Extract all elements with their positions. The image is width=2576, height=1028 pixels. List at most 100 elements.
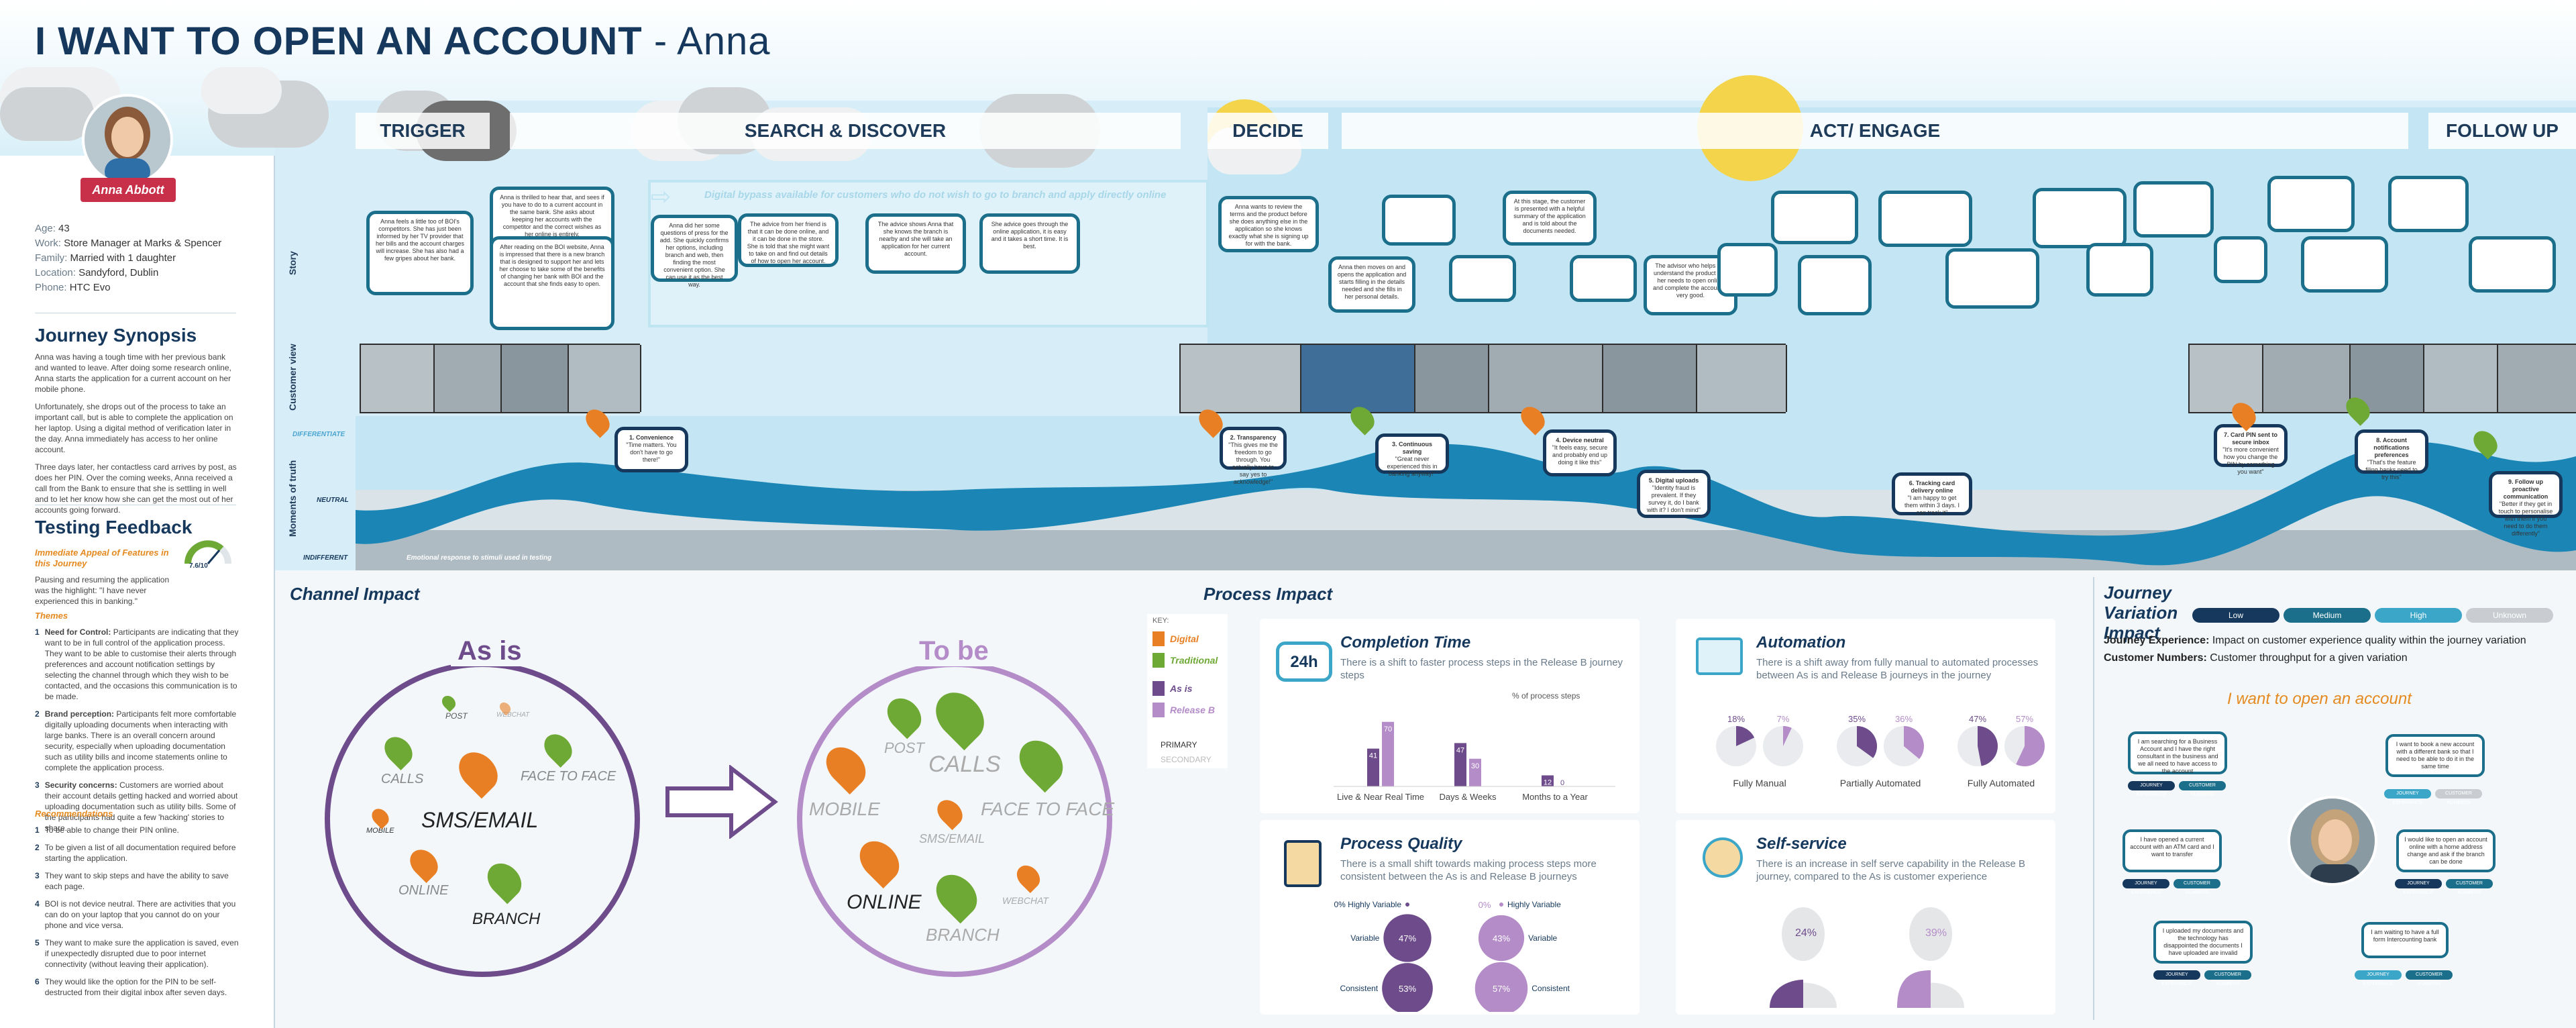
- channel-branch: BRANCH: [472, 910, 541, 928]
- tag-customer-numbers: CUSTOMER NUMBERS: [2406, 970, 2453, 986]
- story-card: [2133, 181, 2214, 238]
- channel-face-to-face: FACE TO FACE: [981, 799, 1115, 819]
- moment-card: 7. Card PIN sent to secure inbox"It's mo…: [2214, 424, 2288, 475]
- level-medium: Medium: [2284, 608, 2371, 623]
- banner-arrow-icon: ⇨: [651, 183, 672, 210]
- theme-text: Participants felt more comfortable digit…: [44, 709, 237, 772]
- theme-text: Participants are indicating that they wa…: [44, 627, 239, 701]
- variation-card: I am waiting to have a full form Interco…: [2361, 922, 2449, 958]
- pie-slice: [1783, 726, 1792, 746]
- category-label: Months to a Year: [1522, 792, 1588, 802]
- key-primary: PRIMARY: [1161, 740, 1197, 750]
- recommendation-text: They would like the option for the PIN t…: [44, 977, 227, 997]
- self-service-release-b-figure: [1897, 907, 1964, 1008]
- bar-release-b: [1382, 721, 1394, 786]
- score-gauge-icon: [184, 537, 231, 570]
- item-number: 1: [35, 825, 40, 835]
- bubble-release-b: [1499, 903, 1503, 907]
- self-service-title: Self-service: [1756, 835, 1847, 853]
- persona-panel: [0, 156, 275, 1028]
- recommendation-item: 3 They want to skip steps and have the ab…: [35, 870, 239, 892]
- detail-value: 43: [58, 223, 70, 234]
- cloud-icon: [0, 87, 94, 141]
- tag-customer-numbers: CUSTOMER NUMBERS: [2435, 789, 2482, 805]
- key-title: KEY:: [1152, 617, 1169, 625]
- bar-as-is: [1454, 743, 1466, 786]
- stage-follow-up: FOLLOW UP: [2428, 113, 2576, 149]
- comic-panel: [2498, 345, 2576, 412]
- channel-mobile: MOBILE: [809, 799, 880, 819]
- legend-differentiate: DIFFERENTIATE: [292, 431, 345, 438]
- customer-view-comic: [2188, 344, 2576, 413]
- level-unknown: Unknown: [2466, 608, 2553, 623]
- variation-card: I am searching for a Business Account an…: [2128, 731, 2227, 774]
- moment-card: 5. Digital uploads"Identity fraud is pre…: [1637, 470, 1711, 518]
- comic-panel: [1415, 345, 1489, 412]
- score-value: 7.6/10: [189, 562, 208, 570]
- key-label: As is: [1170, 683, 1193, 694]
- moment-quote: "Identity fraud is prevalent. If they su…: [1647, 484, 1701, 513]
- moment-title: 6. Tracking card delivery online: [1909, 480, 1955, 494]
- left-panel-border: [274, 156, 275, 1028]
- recommendation-text: They want to make sure the application i…: [44, 938, 239, 969]
- key-label: Digital: [1170, 633, 1199, 644]
- story-card: Anna did her some questions of press for…: [651, 215, 738, 288]
- key-label: Release B: [1170, 705, 1215, 715]
- completion-time-card: 24h Completion Time There is a shift to …: [1260, 619, 1640, 813]
- automation-desc: There is a shift away from fully manual …: [1756, 657, 2039, 681]
- experience-definition: Journey Experience: Impact on customer e…: [2104, 635, 2526, 647]
- moment-card: 3. Continuous saving"Great never experie…: [1375, 433, 1449, 477]
- moment-card: 8. Account notifications preferences"Tha…: [2355, 429, 2428, 480]
- avatar: [82, 94, 173, 185]
- moment-card: 9. Follow up proactive communication"Bet…: [2489, 471, 2563, 537]
- comic-panel: [569, 345, 641, 412]
- bubble-as-is: [1383, 914, 1432, 962]
- story-card: [1771, 191, 1858, 244]
- item-number: 3: [35, 871, 40, 880]
- key-swatch: [1152, 653, 1165, 668]
- moment-card: 2. Transparency"This gives me the freedo…: [1220, 427, 1287, 485]
- definition-key: Customer Numbers:: [2104, 652, 2207, 664]
- tag-journey-experience: JOURNEY EXPERIENCE: [2128, 781, 2175, 797]
- variation-avatar: [2288, 796, 2377, 886]
- testing-appeal: Immediate Appeal of Features in this Jou…: [35, 548, 176, 607]
- comic-panel: [1489, 345, 1603, 412]
- bubble-value: 57%: [1493, 984, 1510, 994]
- as-is-label: As is: [451, 636, 529, 666]
- self-service-release-b-value: 39%: [1925, 927, 1947, 939]
- row-label: Highly Variable: [1507, 900, 1561, 909]
- detail-location: Location: Sandyford, Dublin: [35, 266, 221, 280]
- self-service-desc: There is an increase in self serve capab…: [1756, 858, 2026, 882]
- pie-value-label: 36%: [1895, 714, 1913, 724]
- persona-details: Age: 43 Work: Store Manager at Marks & S…: [35, 221, 221, 295]
- automation-card: Automation There is a shift away from fu…: [1676, 619, 2055, 813]
- legend-indifferent: INDIFFERENT: [303, 554, 348, 562]
- recommendation-text: They want to skip steps and have the abi…: [44, 871, 229, 891]
- story-card: [1382, 195, 1456, 246]
- bubble-value: 47%: [1399, 933, 1416, 943]
- variation-card: I have opened a current account with an …: [2123, 829, 2222, 872]
- key-item-as-is: As is: [1152, 681, 1192, 696]
- bubble-as-is: [1405, 903, 1409, 907]
- moment-quote: "Great never experienced this in banking…: [1387, 456, 1438, 477]
- emotion-wave: [356, 442, 2576, 566]
- story-card: [1798, 255, 1872, 315]
- moment-title: 7. Card PIN sent to secure inbox: [2223, 431, 2277, 446]
- recommendations-title: Recommendations: [35, 809, 113, 819]
- bar-value-label: 47: [1456, 746, 1464, 754]
- channel-post: POST: [445, 711, 468, 721]
- process-key: KEY: Digital Traditional As is Release B…: [1147, 614, 1228, 768]
- recommendation-text: To be given a list of all documentation …: [44, 843, 236, 863]
- channel-calls: CALLS: [928, 752, 1001, 777]
- row-label: Variable: [1528, 933, 1557, 943]
- stage-search-discover: SEARCH & DISCOVER: [510, 113, 1181, 149]
- item-number: 5: [35, 938, 40, 947]
- moment-title: 1. Convenience: [629, 434, 674, 441]
- detail-value: Store Manager at Marks & Spencer: [64, 238, 222, 249]
- key-item-traditional: Traditional: [1152, 653, 1218, 668]
- item-number: 2: [35, 843, 40, 852]
